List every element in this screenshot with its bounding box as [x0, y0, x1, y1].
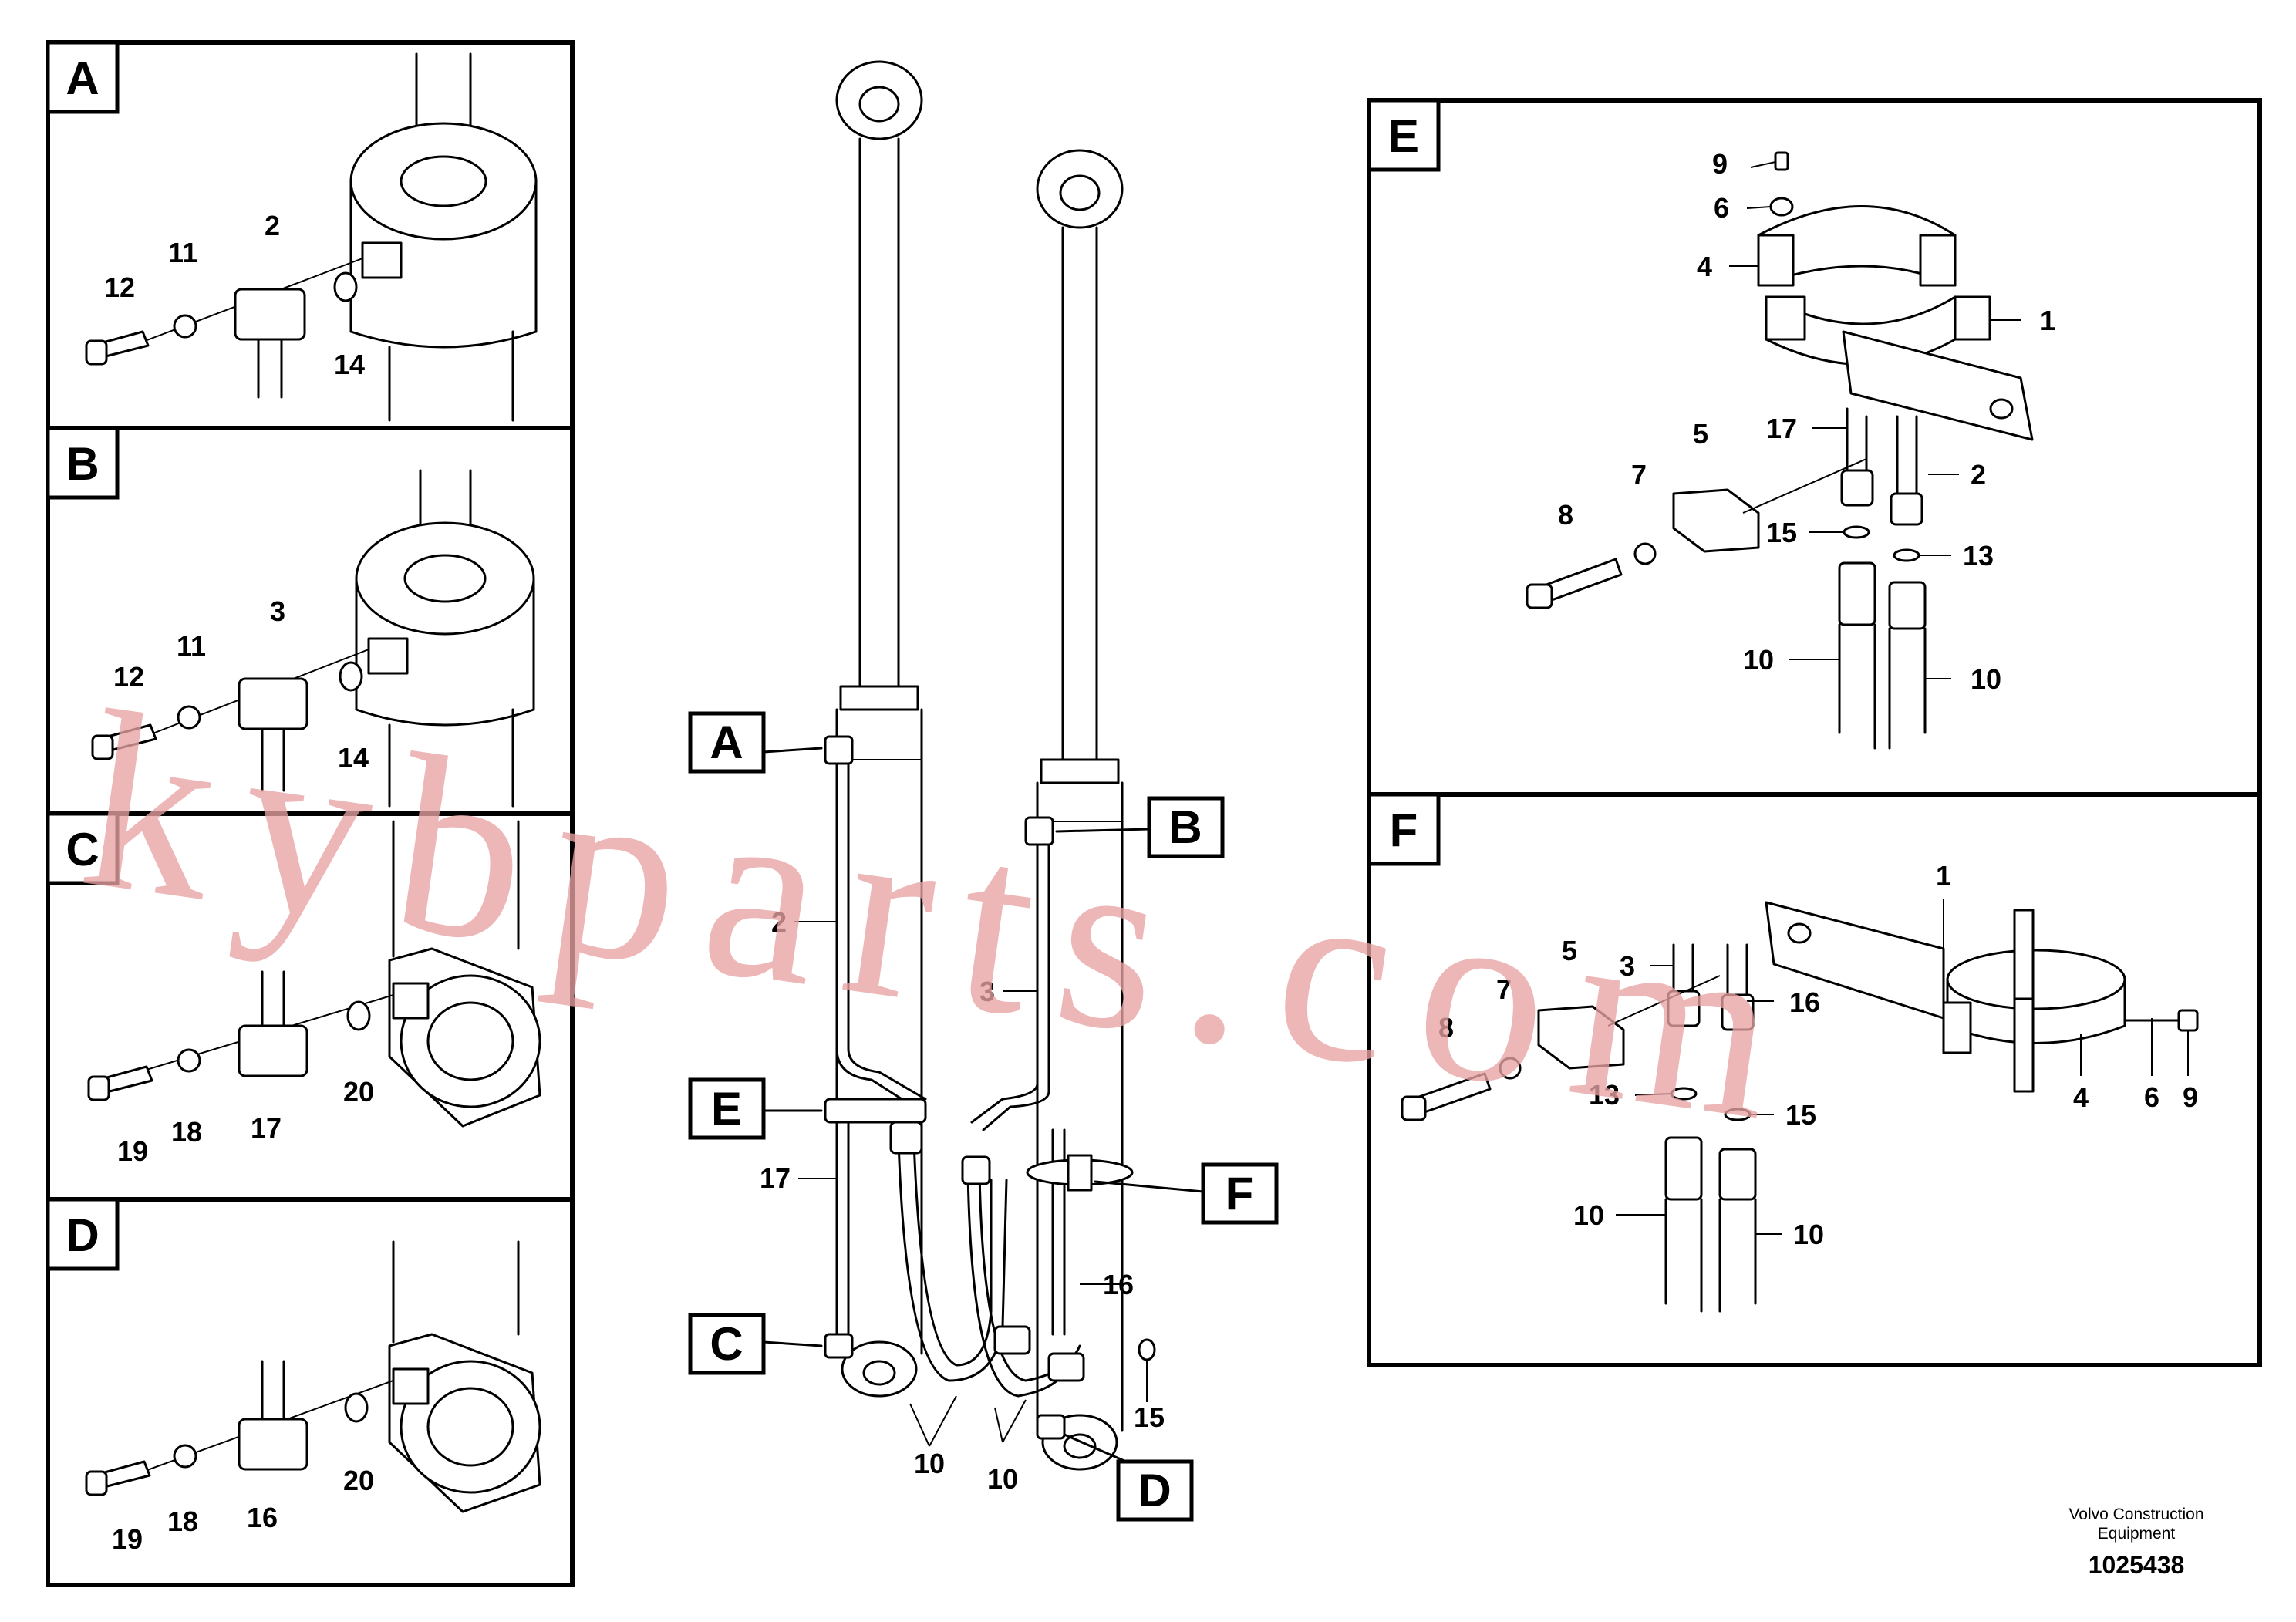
main-label-10a: 10: [914, 1448, 945, 1479]
watermark-text: kybparts.com: [69, 658, 1821, 1178]
label-c-19: 19: [117, 1135, 148, 1167]
panel-e-letter: E: [1388, 110, 1419, 162]
panel-d-letter: D: [66, 1209, 99, 1261]
label-a-11: 11: [168, 237, 197, 268]
label-f-10a: 10: [1573, 1199, 1604, 1231]
label-f-13: 13: [1589, 1079, 1620, 1111]
label-e-4: 4: [1697, 251, 1712, 282]
main-label-10b: 10: [987, 1463, 1018, 1495]
main-label-16: 16: [1103, 1269, 1134, 1300]
label-f-4: 4: [2073, 1081, 2089, 1113]
label-f-10b: 10: [1793, 1219, 1824, 1250]
detail-panel-c: C 19 18 17 20: [46, 811, 575, 1202]
label-f-5: 5: [1562, 935, 1577, 966]
label-e-1: 1: [2040, 305, 2055, 336]
detail-panel-f: F: [1367, 792, 2262, 1367]
label-d-19: 19: [112, 1523, 143, 1555]
footer-drawing-number: 1025438: [2089, 1551, 2185, 1579]
label-c-17: 17: [251, 1112, 282, 1144]
detail-panel-d: D 19 18 16 20: [46, 1197, 575, 1587]
main-tag-d: D: [1138, 1465, 1171, 1516]
label-b-11: 11: [177, 630, 206, 662]
main-tag-e: E: [711, 1083, 742, 1135]
label-e-10a: 10: [1743, 644, 1774, 676]
label-e-13: 13: [1963, 540, 1994, 572]
label-e-2: 2: [1971, 459, 1986, 491]
main-label-2: 2: [771, 906, 787, 938]
label-e-9: 9: [1712, 148, 1728, 180]
label-a-12: 12: [104, 271, 135, 303]
footer: Volvo Construction Equipment 1025438: [2068, 1506, 2203, 1579]
label-d-20: 20: [343, 1465, 374, 1496]
label-f-8: 8: [1438, 1012, 1454, 1044]
label-e-10b: 10: [1971, 663, 2001, 695]
panel-a-letter: A: [66, 52, 99, 104]
main-tag-c: C: [710, 1318, 743, 1370]
panel-c-letter: C: [66, 824, 99, 875]
main-label-15: 15: [1134, 1401, 1165, 1433]
label-f-1: 1: [1936, 860, 1951, 892]
detail-panel-a: A 12 11 2 14: [46, 40, 575, 430]
label-a-14: 14: [334, 349, 365, 380]
main-tag-f: F: [1226, 1168, 1254, 1219]
main-label-17: 17: [760, 1162, 791, 1194]
label-c-18: 18: [171, 1116, 202, 1148]
detail-panel-e: E: [1367, 98, 2262, 797]
label-a-2: 2: [265, 210, 280, 241]
label-b-3: 3: [270, 595, 285, 627]
label-f-16: 16: [1789, 986, 1820, 1018]
label-b-14: 14: [338, 742, 369, 774]
label-f-7: 7: [1496, 973, 1512, 1005]
label-e-6: 6: [1714, 192, 1729, 224]
main-assembly: A B E F C D 2 3 17 16 15 10 10: [688, 60, 1279, 1522]
label-f-9: 9: [2183, 1081, 2198, 1113]
label-b-12: 12: [113, 661, 144, 693]
panel-f-letter: F: [1390, 804, 1418, 856]
main-label-3: 3: [979, 976, 995, 1007]
footer-company-line2: Equipment: [2098, 1525, 2176, 1543]
label-e-5: 5: [1693, 418, 1708, 450]
panel-b-letter: B: [66, 438, 99, 490]
label-e-15: 15: [1766, 517, 1797, 548]
main-tag-b: B: [1168, 801, 1202, 853]
label-f-3: 3: [1620, 950, 1635, 982]
main-tag-a: A: [710, 717, 743, 768]
label-d-16: 16: [247, 1502, 278, 1533]
label-d-18: 18: [167, 1506, 198, 1537]
label-e-17: 17: [1766, 413, 1797, 444]
label-e-8: 8: [1558, 499, 1573, 531]
label-f-6: 6: [2144, 1081, 2159, 1113]
footer-company-line1: Volvo Construction: [2068, 1506, 2203, 1523]
label-c-20: 20: [343, 1076, 374, 1108]
label-f-15: 15: [1785, 1099, 1816, 1131]
label-e-7: 7: [1631, 459, 1647, 491]
